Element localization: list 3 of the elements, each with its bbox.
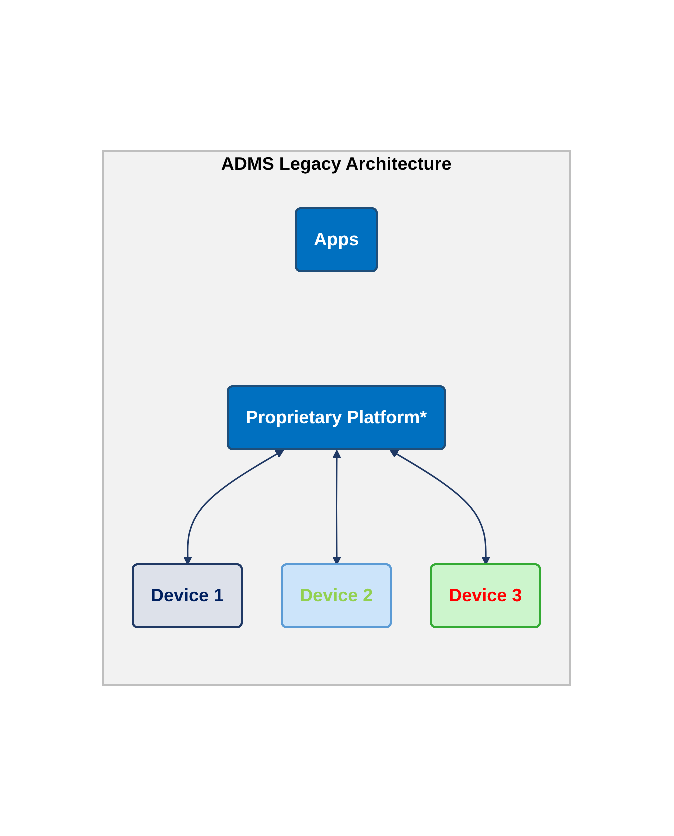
arrow [184,450,285,566]
arrow [333,450,342,566]
arrow [390,450,491,566]
